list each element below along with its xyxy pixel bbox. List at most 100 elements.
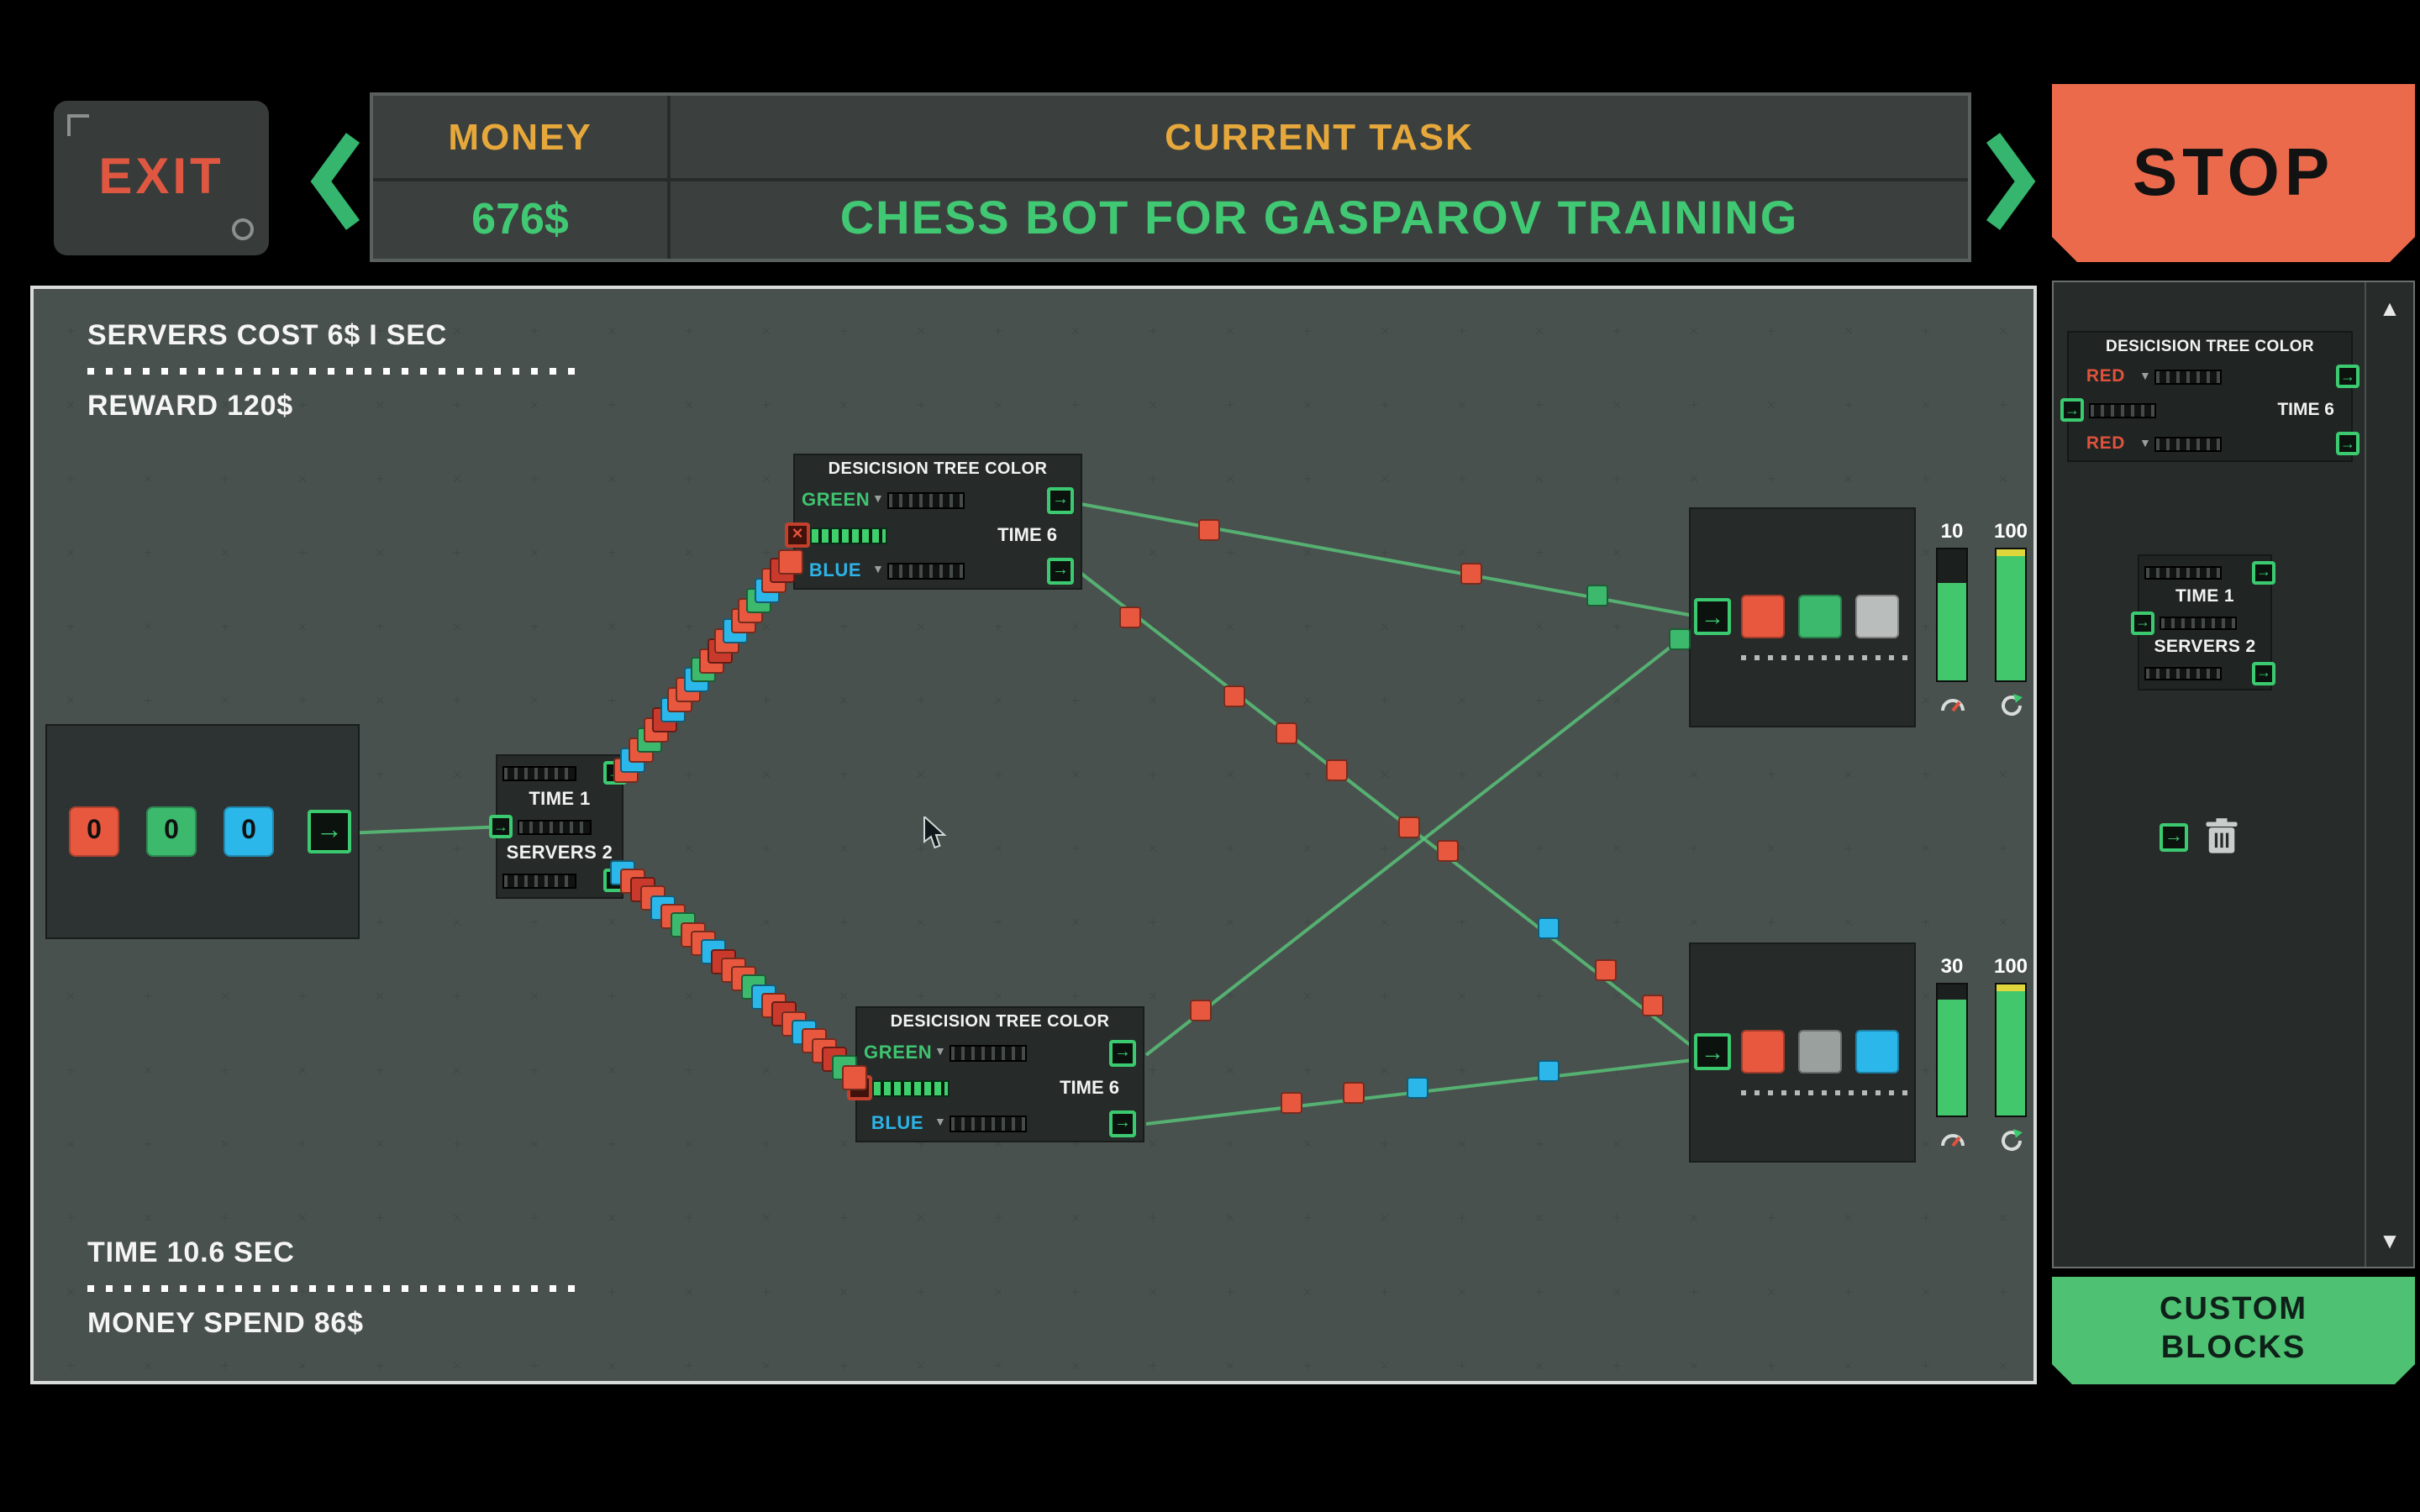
svg-text:+: + bbox=[453, 1136, 462, 1152]
svg-text:×: × bbox=[1458, 1284, 1467, 1300]
input-port[interactable]: → bbox=[489, 815, 513, 838]
blue-option-label[interactable]: BLUE bbox=[871, 1113, 924, 1133]
server-output-node-top[interactable]: → 10 100 bbox=[1691, 509, 2028, 726]
svg-text:+: + bbox=[1303, 914, 1313, 931]
dropdown-icon[interactable]: ▼ bbox=[872, 564, 884, 576]
svg-text:×: × bbox=[1071, 914, 1081, 931]
svg-text:+: + bbox=[376, 1210, 385, 1226]
svg-text:×: × bbox=[144, 1357, 153, 1374]
server-meters: 30 100 bbox=[1923, 954, 2040, 1154]
source-output-port[interactable]: → bbox=[308, 810, 351, 853]
node-title: DESICISION TREE COLOR bbox=[2105, 338, 2315, 356]
scroll-down-icon[interactable]: ▼ bbox=[2379, 1228, 2401, 1253]
svg-text:+: + bbox=[685, 1357, 694, 1374]
output-port: → bbox=[2336, 432, 2360, 455]
svg-text:×: × bbox=[144, 323, 153, 339]
current-task-value: CHESS BOT FOR GASPAROV TRAINING bbox=[839, 192, 1799, 244]
server-body[interactable]: → bbox=[1691, 944, 1914, 1161]
svg-text:×: × bbox=[1381, 323, 1390, 339]
blue-output-port[interactable]: → bbox=[1047, 557, 1074, 584]
svg-text:×: × bbox=[530, 1284, 539, 1300]
time-servers-node[interactable]: → TIME 1 → SERVERS 2 → bbox=[489, 756, 627, 897]
svg-text:+: + bbox=[1071, 396, 1081, 413]
scroll-up-icon[interactable]: ▲ bbox=[2379, 296, 2401, 321]
trash-icon[interactable] bbox=[2203, 816, 2240, 857]
svg-text:×: × bbox=[1767, 396, 1776, 413]
svg-text:×: × bbox=[1922, 1136, 1931, 1152]
svg-text:×: × bbox=[1303, 544, 1313, 561]
svg-text:+: + bbox=[1226, 1284, 1235, 1300]
refresh-icon[interactable] bbox=[1996, 1127, 2026, 1154]
svg-text:+: + bbox=[1071, 1136, 1081, 1152]
svg-text:×: × bbox=[994, 692, 1003, 709]
svg-text:+: + bbox=[221, 1062, 230, 1079]
green-output-port[interactable]: → bbox=[1109, 1039, 1136, 1066]
svg-text:×: × bbox=[1381, 470, 1390, 487]
meter-bar bbox=[1995, 983, 2027, 1117]
red-output-row: RED ▼ → bbox=[2069, 360, 2360, 393]
output-port[interactable]: → bbox=[603, 761, 627, 785]
svg-text:×: × bbox=[376, 988, 385, 1005]
blue-output-port[interactable]: → bbox=[1109, 1110, 1136, 1137]
svg-text:×: × bbox=[66, 396, 76, 413]
svg-text:×: × bbox=[1381, 766, 1390, 783]
delete-block-tool[interactable]: → bbox=[2160, 816, 2240, 857]
server-input-port[interactable]: → bbox=[1694, 598, 1731, 635]
svg-text:+: + bbox=[1226, 988, 1235, 1005]
dropdown-icon[interactable]: ▼ bbox=[934, 1047, 946, 1058]
output-port[interactable]: → bbox=[603, 869, 627, 892]
palette-scrollbar[interactable]: ▲ ▼ bbox=[2365, 282, 2413, 1267]
svg-text:+: + bbox=[1149, 618, 1158, 635]
palette-decision-tree-block[interactable]: DESICISION TREE COLOR RED ▼ → → TIME 6 R… bbox=[2060, 333, 2360, 460]
svg-text:+: + bbox=[1226, 840, 1235, 857]
stop-button[interactable]: STOP bbox=[2052, 84, 2415, 262]
prev-task-button[interactable] bbox=[306, 128, 366, 235]
svg-text:+: + bbox=[608, 988, 617, 1005]
svg-text:+: + bbox=[1922, 1357, 1931, 1374]
svg-text:×: × bbox=[298, 618, 308, 635]
queue-bar bbox=[2160, 616, 2237, 629]
svg-text:×: × bbox=[453, 1210, 462, 1226]
board-info-bottom: TIME 10.6 SEC MONEY SPEND 86$ bbox=[87, 1236, 583, 1341]
svg-text:×: × bbox=[917, 766, 926, 783]
svg-text:×: × bbox=[1381, 618, 1390, 635]
green-option-label[interactable]: GREEN bbox=[802, 490, 871, 510]
green-output-port[interactable]: → bbox=[1047, 486, 1074, 513]
dropdown-icon[interactable]: ▼ bbox=[934, 1117, 946, 1129]
palette-time-servers-block[interactable]: → TIME 1 → SERVERS 2 → bbox=[2131, 556, 2275, 689]
svg-text:×: × bbox=[1612, 692, 1622, 709]
decision-tree-node-top[interactable]: DESICISION TREE COLOR GREEN ▼ → × TIME 6… bbox=[785, 455, 1081, 588]
svg-text:×: × bbox=[994, 840, 1003, 857]
svg-text:×: × bbox=[839, 396, 849, 413]
svg-text:+: + bbox=[66, 323, 76, 339]
decision-tree-node-bottom[interactable]: DESICISION TREE COLOR GREEN ▼ → × TIME 6… bbox=[847, 1008, 1143, 1141]
svg-text:+: + bbox=[685, 470, 694, 487]
svg-text:×: × bbox=[1071, 323, 1081, 339]
svg-text:×: × bbox=[453, 618, 462, 635]
custom-blocks-button[interactable]: CUSTOM BLOCKS bbox=[2052, 1277, 2415, 1384]
svg-text:+: + bbox=[1535, 840, 1544, 857]
blue-option-label[interactable]: BLUE bbox=[808, 560, 862, 580]
next-task-button[interactable] bbox=[1980, 128, 2040, 235]
meter-bar bbox=[1936, 983, 1968, 1117]
green-option-label[interactable]: GREEN bbox=[864, 1042, 933, 1063]
svg-text:+: + bbox=[376, 618, 385, 635]
server-output-node-bottom[interactable]: → 30 100 bbox=[1691, 944, 2028, 1161]
time-text: TIME 10.6 SEC bbox=[87, 1236, 295, 1268]
svg-text:+: + bbox=[1844, 840, 1854, 857]
svg-text:+: + bbox=[1535, 1284, 1544, 1300]
dropdown-icon[interactable]: ▼ bbox=[872, 494, 884, 506]
svg-text:×: × bbox=[221, 1136, 230, 1152]
input-source-node[interactable]: 0 0 0 → bbox=[47, 726, 358, 937]
delete-node-button[interactable]: × bbox=[785, 522, 810, 548]
svg-text:+: + bbox=[1303, 470, 1313, 487]
server-input-port[interactable]: → bbox=[1694, 1033, 1731, 1070]
svg-text:+: + bbox=[1458, 1210, 1467, 1226]
server-body[interactable]: → bbox=[1691, 509, 1914, 726]
exit-button[interactable]: EXIT bbox=[54, 101, 269, 255]
delete-node-button[interactable]: × bbox=[847, 1075, 872, 1100]
refresh-icon[interactable] bbox=[1996, 692, 2026, 719]
svg-text:+: + bbox=[994, 323, 1003, 339]
svg-text:×: × bbox=[66, 988, 76, 1005]
svg-text:+: + bbox=[1767, 766, 1776, 783]
